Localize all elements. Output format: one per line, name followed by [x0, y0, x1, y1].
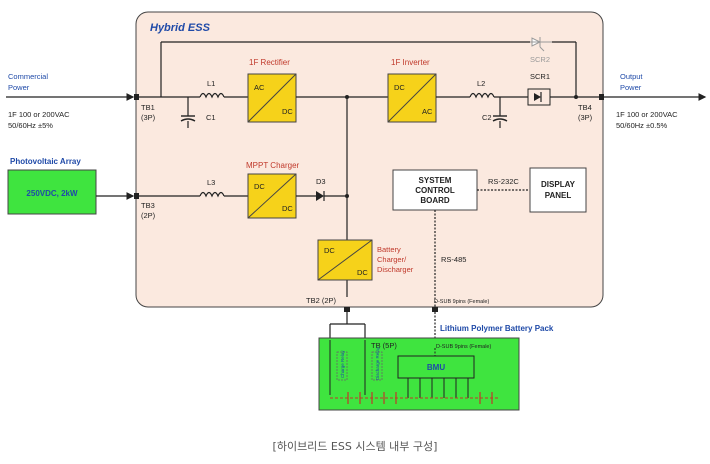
- output-label-2: Power: [620, 83, 642, 92]
- battery-cells: [330, 392, 500, 404]
- c2-label: C2: [482, 113, 492, 122]
- scr1-label: SCR1: [530, 72, 550, 81]
- rectifier-title: 1F Rectifier: [249, 58, 290, 67]
- tb1-pins: (3P): [141, 113, 156, 122]
- tb4-terminal: [599, 94, 604, 100]
- cell-sense-lines: [407, 378, 469, 398]
- mppt-title: MPPT Charger: [246, 161, 300, 170]
- l1-inductor-icon: [199, 92, 225, 99]
- battery-charger-title-2: Charger/: [377, 255, 407, 264]
- pack-dsub-label: D-SUB 9pins (Female): [436, 344, 491, 350]
- commercial-spec-2: 50/60Hz ±5%: [8, 121, 53, 130]
- tb3-label: TB3: [141, 201, 155, 210]
- discharge-relay-label: Discharge Relay: [375, 346, 380, 380]
- rs485-label: RS-485: [441, 255, 466, 264]
- scr2-icon: [530, 37, 552, 52]
- control-board-line-2: CONTROL: [415, 186, 455, 195]
- l3-label: L3: [207, 178, 215, 187]
- control-board-line-1: SYSTEM: [419, 176, 452, 185]
- l1-label: L1: [207, 79, 215, 88]
- charge-relay: Charge Relay: [329, 340, 348, 395]
- l2-inductor-icon: [469, 92, 495, 99]
- tb2-terminal: [344, 307, 350, 312]
- tb1-terminal: [134, 94, 139, 100]
- discharge-relay: Discharge Relay: [364, 340, 383, 395]
- battery-charger-title-3: Discharger: [377, 265, 414, 274]
- pv-rating: 250VDC, 2kW: [26, 189, 78, 198]
- output-spec-1: 1F 100 or 200VAC: [616, 110, 678, 119]
- inverter-in-label: DC: [394, 83, 405, 92]
- mppt-in-label: DC: [254, 182, 265, 191]
- battery-pack-title: Lithium Polymer Battery Pack: [440, 324, 554, 333]
- pv-title: Photovoltaic Array: [10, 157, 81, 166]
- battery-charger-title-1: Battery: [377, 245, 401, 254]
- ess-dsub-label: D-SUB 9pins (Female): [434, 299, 489, 305]
- c1-label: C1: [206, 113, 216, 122]
- figure-caption: [하이브리드 ESS 시스템 내부 구성]: [272, 440, 438, 453]
- rectifier-out-label: DC: [282, 107, 293, 116]
- c1-capacitor-icon: [180, 115, 196, 128]
- commercial-spec-1: 1F 100 or 200VAC: [8, 110, 70, 119]
- charge-relay-label: Charge Relay: [340, 350, 345, 378]
- bmu-label: BMU: [427, 363, 445, 372]
- battery-charger-out-label: DC: [357, 268, 368, 277]
- display-panel-line-1: DISPLAY: [541, 180, 576, 189]
- d3-label: D3: [316, 177, 326, 186]
- tb3-pins: (2P): [141, 211, 156, 220]
- rectifier-in-label: AC: [254, 83, 265, 92]
- inverter-out-label: AC: [422, 107, 433, 116]
- ess-dsub-connector: [432, 307, 438, 312]
- l3-inductor-icon: [199, 191, 225, 198]
- ess-title: Hybrid ESS: [150, 22, 211, 34]
- rs232c-label: RS-232C: [488, 177, 519, 186]
- l2-label: L2: [477, 79, 485, 88]
- tb3-terminal: [134, 193, 139, 199]
- output-label-1: Output: [620, 72, 643, 81]
- display-panel-line-2: PANEL: [545, 191, 572, 200]
- pv-array-box: [7, 169, 97, 215]
- commercial-label-1: Commercial: [8, 72, 48, 81]
- bmu-box: [397, 355, 475, 379]
- display-panel: [529, 167, 587, 213]
- c2-capacitor-icon: [492, 115, 508, 128]
- control-board: [392, 169, 478, 211]
- output-spec-2: 50/60Hz ±0.5%: [616, 121, 668, 130]
- tb2-label: TB2 (2P): [306, 296, 337, 305]
- control-board-line-3: BOARD: [420, 196, 450, 205]
- battery-charger-in-label: DC: [324, 246, 335, 255]
- tb1-label: TB1: [141, 103, 155, 112]
- tb4-label: TB4: [578, 103, 592, 112]
- commercial-label-2: Power: [8, 83, 30, 92]
- scr2-label: SCR2: [530, 55, 550, 64]
- mppt-out-label: DC: [282, 204, 293, 213]
- inverter-title: 1F Inverter: [391, 58, 430, 67]
- tb4-pins: (3P): [578, 113, 593, 122]
- tb5-label: TB (5P): [371, 341, 397, 350]
